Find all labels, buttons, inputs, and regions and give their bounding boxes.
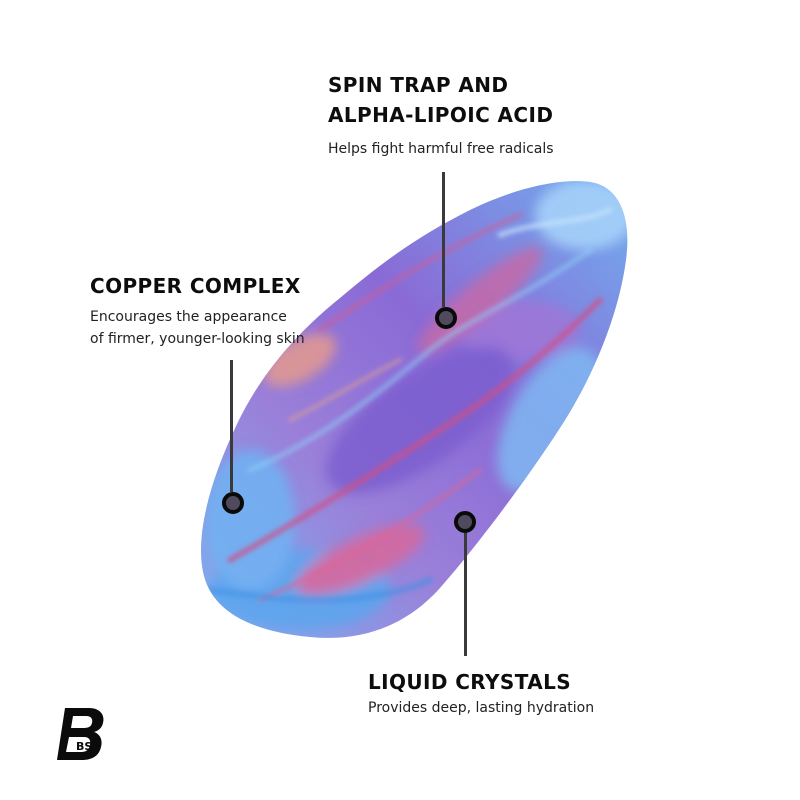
liquid-crystals-title: LIQUID CRYSTALS <box>368 670 572 694</box>
spin-trap-description: Helps fight harmful free radicals <box>328 141 554 157</box>
copper-description: Encourages the appearance of firmer, you… <box>90 306 330 350</box>
copper-description-line1: Encourages the appearance <box>90 309 287 325</box>
copper-marker <box>222 492 244 514</box>
copper-title: COPPER COMPLEX <box>90 274 301 298</box>
spin-trap-title-line2: ALPHA-LIPOIC ACID <box>328 103 554 127</box>
spin-trap-callout: SPIN TRAP AND ALPHA-LIPOIC ACID Helps fi… <box>328 70 628 160</box>
copper-callout: COPPER COMPLEX Encourages the appearance… <box>90 271 330 350</box>
copper-leader-line <box>230 360 233 492</box>
spin-trap-leader-line <box>442 172 445 307</box>
liquid-crystals-marker <box>454 511 476 533</box>
liquid-crystals-leader-line <box>464 533 467 656</box>
liquid-crystals-callout: LIQUID CRYSTALS Provides deep, lasting h… <box>368 667 668 719</box>
liquid-crystals-description: Provides deep, lasting hydration <box>368 700 595 716</box>
spin-trap-title: SPIN TRAP AND ALPHA-LIPOIC ACID <box>328 70 628 130</box>
brand-monogram-letters: BS <box>76 740 92 753</box>
brand-monogram-icon: BS <box>57 708 104 760</box>
copper-description-line2: of firmer, younger-looking skin <box>90 331 305 347</box>
spin-trap-title-line1: SPIN TRAP AND <box>328 73 509 97</box>
spin-trap-marker <box>435 307 457 329</box>
